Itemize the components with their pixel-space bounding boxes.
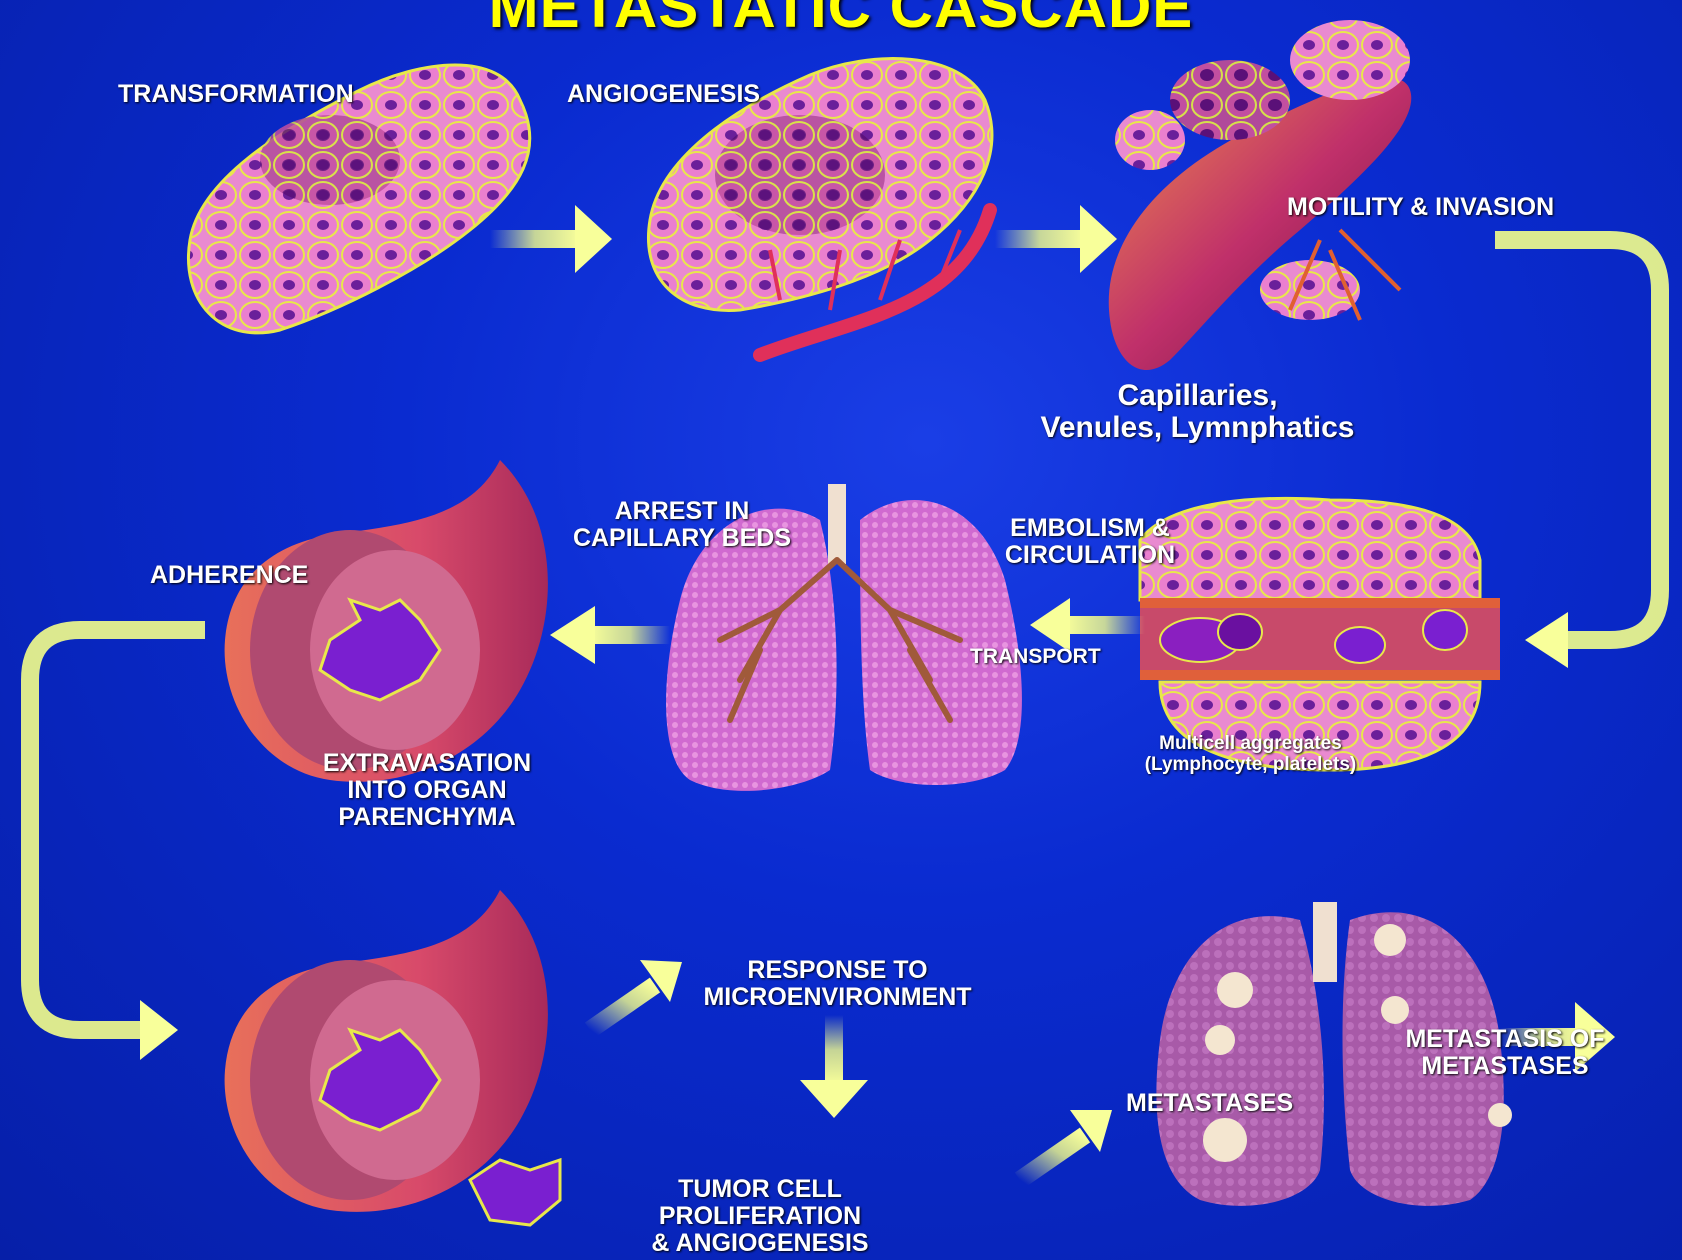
label-response-line2: MICROENVIRONMENT bbox=[690, 984, 985, 1011]
adherence-vessel-illustration bbox=[225, 460, 548, 782]
label-capillaries-line1: Capillaries, bbox=[1030, 380, 1365, 412]
label-embolism-circulation: EMBOLISM & CIRCULATION bbox=[995, 515, 1185, 569]
label-tumor-line3: & ANGIOGENESIS bbox=[640, 1230, 880, 1257]
label-multicell-aggregates: Multicell aggregates (Lymphocyte, platel… bbox=[1128, 734, 1373, 775]
label-mom-line2: METASTASES bbox=[1395, 1053, 1615, 1080]
label-arrest-capillary-beds: ARREST IN CAPILLARY BEDS bbox=[562, 498, 802, 552]
label-extravasation-line1: EXTRAVASATION bbox=[312, 750, 542, 777]
arrow-angiogenesis-to-invasion bbox=[995, 205, 1117, 273]
label-transformation: TRANSFORMATION bbox=[118, 81, 354, 108]
label-extravasation-line3: PARENCHYMA bbox=[312, 804, 542, 831]
arrow-proliferation-to-metastases bbox=[1020, 1110, 1112, 1180]
arrow-embolism-to-lungs bbox=[1030, 598, 1145, 652]
label-transport: TRANSPORT bbox=[970, 646, 1101, 669]
extravasation-vessel-illustration bbox=[225, 890, 560, 1225]
label-arrest-line1: ARREST IN bbox=[562, 498, 802, 525]
label-extravasation-line2: INTO ORGAN bbox=[312, 777, 542, 804]
label-metastasis-of-metastases: METASTASIS OF METASTASES bbox=[1395, 1026, 1615, 1080]
label-multicell-line2: (Lymphocyte, platelets) bbox=[1128, 755, 1373, 776]
label-tumor-line1: TUMOR CELL bbox=[640, 1176, 880, 1203]
arrow-response-to-proliferation bbox=[800, 1015, 868, 1118]
embolism-vessel-illustration bbox=[1140, 498, 1500, 770]
diagram-title: METASTATIC CASCADE bbox=[0, 0, 1682, 41]
label-capillaries: Capillaries, Venules, Lymnphatics bbox=[1030, 380, 1365, 445]
label-multicell-line1: Multicell aggregates bbox=[1128, 734, 1373, 755]
label-embolism-line1: EMBOLISM & bbox=[995, 515, 1185, 542]
arrow-extravasation-to-response bbox=[590, 960, 682, 1030]
arrow-lungs-to-adherence bbox=[550, 606, 670, 664]
label-adherence: ADHERENCE bbox=[150, 562, 308, 589]
label-embolism-line2: CIRCULATION bbox=[995, 542, 1185, 569]
label-response-line1: RESPONSE TO bbox=[690, 957, 985, 984]
label-tumor-line2: PROLIFERATION bbox=[640, 1203, 880, 1230]
arrow-transformation-to-angiogenesis bbox=[490, 205, 612, 273]
label-extravasation: EXTRAVASATION INTO ORGAN PARENCHYMA bbox=[312, 750, 542, 831]
label-angiogenesis: ANGIOGENESIS bbox=[567, 81, 760, 108]
arrow-adherence-to-extravasation bbox=[30, 630, 205, 1060]
label-response-microenvironment: RESPONSE TO MICROENVIRONMENT bbox=[690, 957, 985, 1011]
label-motility-invasion: MOTILITY & INVASION bbox=[1287, 194, 1554, 221]
label-mom-line1: METASTASIS OF bbox=[1395, 1026, 1615, 1053]
label-metastases: METASTASES bbox=[1126, 1090, 1293, 1117]
label-arrest-line2: CAPILLARY BEDS bbox=[562, 525, 802, 552]
arrow-invasion-to-embolism bbox=[1495, 240, 1660, 668]
label-capillaries-line2: Venules, Lymnphatics bbox=[1030, 412, 1365, 444]
label-tumor-proliferation: TUMOR CELL PROLIFERATION & ANGIOGENESIS bbox=[640, 1176, 880, 1257]
